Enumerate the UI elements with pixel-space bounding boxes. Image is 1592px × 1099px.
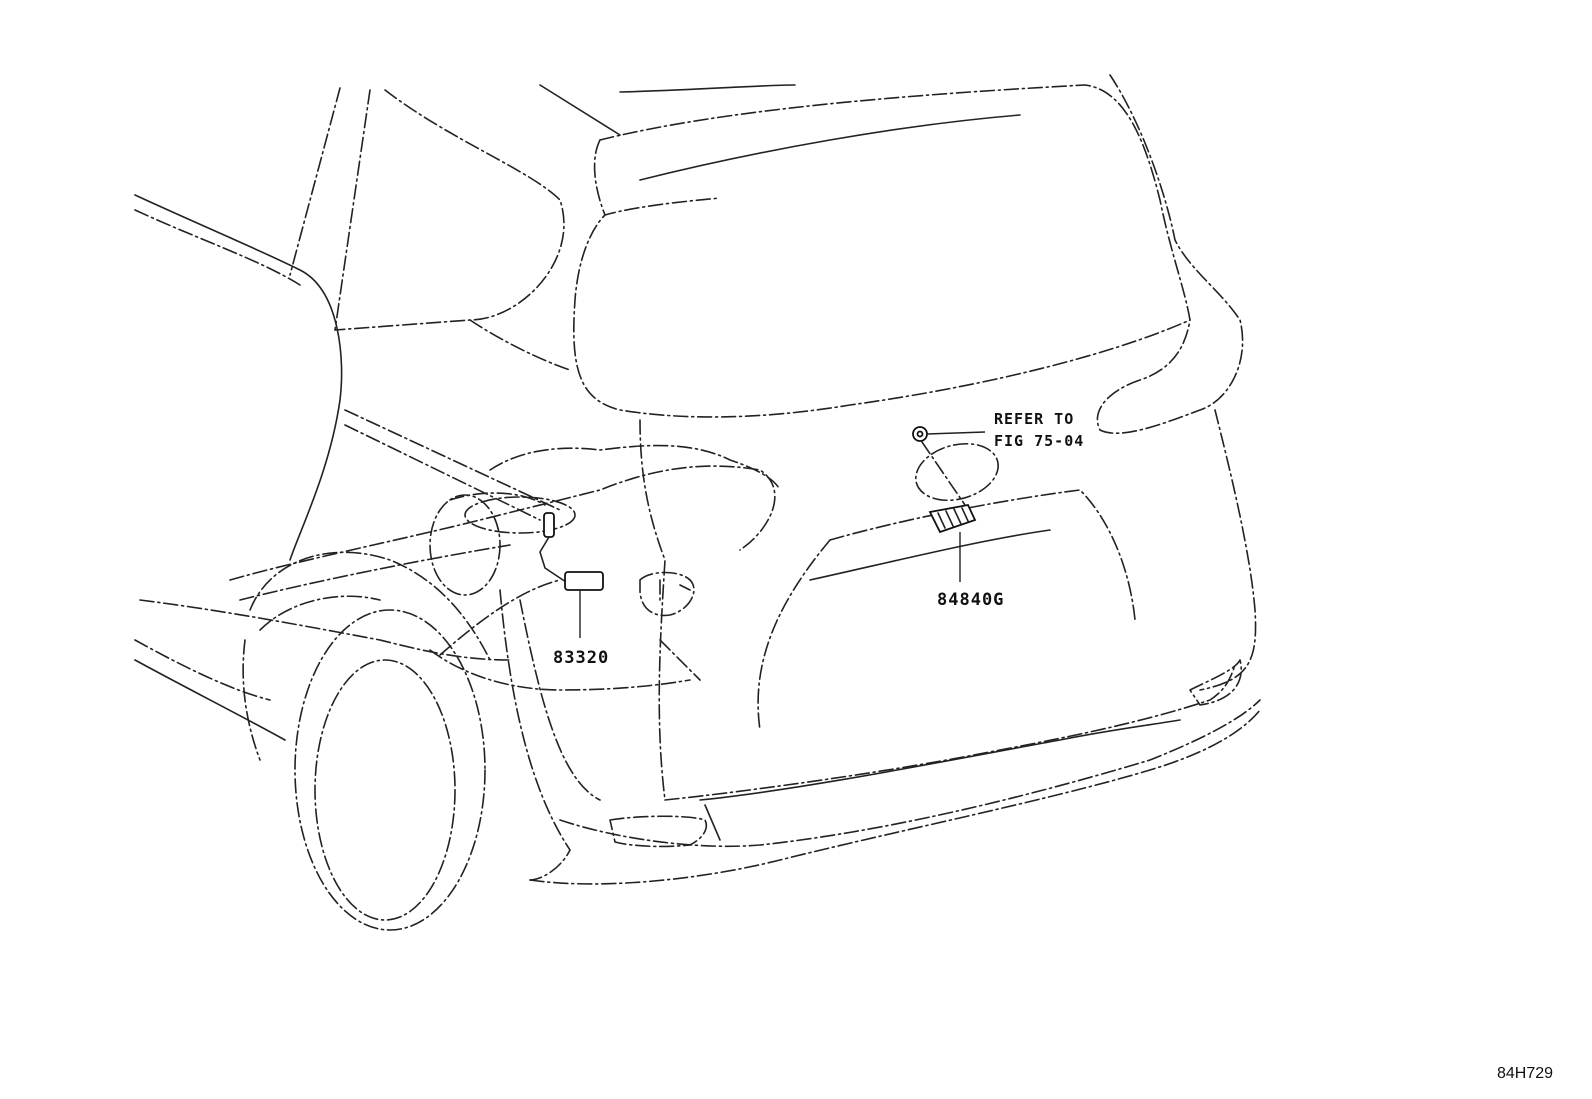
- part-number-84840G[interactable]: 84840G: [937, 590, 1004, 610]
- rear-wheel: [242, 551, 491, 931]
- clip-icon[interactable]: [912, 426, 928, 442]
- detail-callout-ellipse: [915, 442, 999, 502]
- part-number-83320[interactable]: 83320: [553, 648, 609, 668]
- reference-text-line1[interactable]: REFER TO: [994, 410, 1074, 428]
- reference-text-line2[interactable]: FIG 75-04: [994, 432, 1084, 450]
- vehicle-body-outline: [134, 74, 1261, 885]
- figure-id: 84H729: [1497, 1065, 1553, 1082]
- clip-to-switch-line: [921, 441, 966, 506]
- leader-line-reference: [926, 431, 986, 435]
- fuel-sender-unit-icon[interactable]: [539, 512, 604, 591]
- switch-unit-icon[interactable]: [928, 503, 977, 534]
